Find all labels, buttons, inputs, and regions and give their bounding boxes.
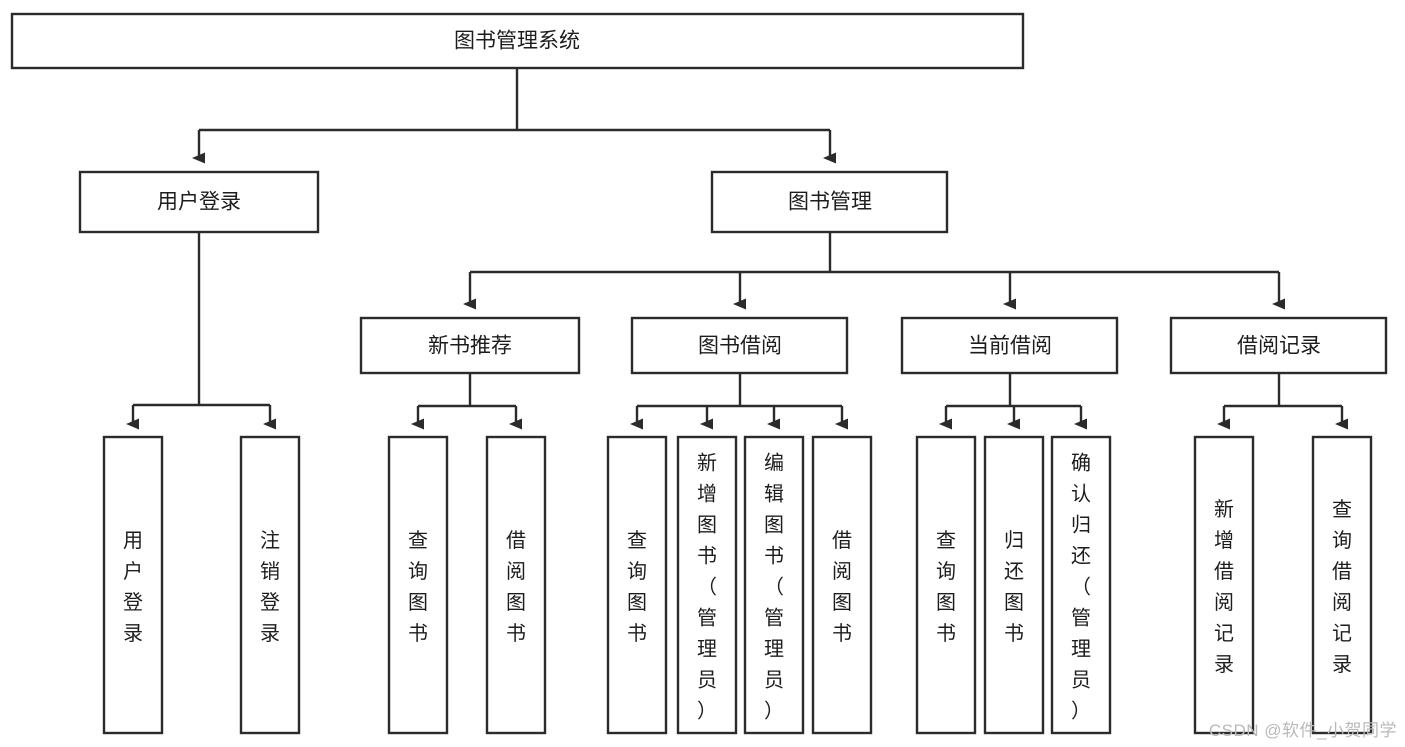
node-book-manage-label: 图书管理 (788, 191, 872, 214)
connector-layer (126, 68, 1348, 430)
node-user-login-label: 用户登录 (157, 191, 241, 214)
leaf-text-layer: 用户登录 注销登录 查询图书 借阅图书 查询图书 新增图书（管理员） 编辑图书（… (123, 452, 1352, 723)
node-borrow-record-label: 借阅记录 (1237, 335, 1321, 358)
leaf-query-book-3-box[interactable] (915, 435, 977, 735)
connector-borrow-record-bus (1222, 373, 1344, 411)
node-book-borrow-box[interactable] (630, 316, 849, 375)
leaf-query-book-1-box[interactable] (387, 435, 449, 735)
leaf-confirm-return-label: 确认归还（管理员） (1071, 452, 1091, 723)
leaf-query-book-2-label: 查询图书 (627, 529, 647, 645)
node-book-borrow-label: 图书借阅 (698, 335, 782, 358)
leaf-confirm-return-box[interactable] (1050, 435, 1112, 735)
connector-book-borrow-bus (635, 373, 844, 411)
node-new-book-recommend-label: 新书推荐 (428, 335, 512, 358)
leaf-query-record-box[interactable] (1311, 435, 1373, 735)
leaf-return-book-label: 归还图书 (1004, 529, 1024, 645)
node-current-borrow-label: 当前借阅 (968, 335, 1052, 358)
leaf-return-book-box[interactable] (983, 435, 1045, 735)
node-book-manage[interactable]: 图书管理 (710, 170, 949, 234)
node-book-borrow[interactable]: 图书借阅 (630, 316, 849, 375)
node-book-manage-box[interactable] (710, 170, 949, 234)
node-root-box[interactable] (10, 12, 1025, 70)
leaf-query-book-3-label: 查询图书 (936, 529, 956, 645)
leaf-edit-book-label: 编辑图书（管理员） (764, 452, 784, 723)
node-root-label: 图书管理系统 (454, 30, 580, 53)
node-new-book-recommend-box[interactable] (359, 316, 581, 375)
leaf-query-book-1-label: 查询图书 (408, 529, 428, 645)
leaf-add-book-label: 新增图书（管理员） (697, 452, 717, 723)
leaf-borrow-book-1-label: 借阅图书 (506, 529, 526, 645)
leaf-add-book-box[interactable] (676, 435, 738, 735)
leaf-borrow-book-1-box[interactable] (485, 435, 547, 735)
node-user-login-box[interactable] (78, 170, 320, 234)
leaf-layer (102, 435, 1373, 735)
leaf-edit-book-box[interactable] (743, 435, 805, 735)
node-borrow-record[interactable]: 借阅记录 (1169, 316, 1388, 375)
leaf-borrow-book-2-label: 借阅图书 (832, 529, 852, 645)
node-current-borrow-box[interactable] (900, 316, 1119, 375)
leaf-query-book-2-box[interactable] (606, 435, 668, 735)
leaf-logout-label: 注销登录 (260, 529, 280, 645)
leaf-add-record-label: 新增借阅记录 (1214, 498, 1234, 676)
node-user-login[interactable]: 用户登录 (78, 170, 320, 234)
node-borrow-record-box[interactable] (1169, 316, 1388, 375)
leaf-user-login-box[interactable] (102, 435, 164, 735)
leaf-query-record-label: 查询借阅记录 (1332, 498, 1352, 676)
leaf-add-record-box[interactable] (1193, 435, 1255, 735)
connector-book-manage-bus (468, 232, 1281, 290)
connector-new-book-bus (416, 373, 518, 411)
node-root[interactable]: 图书管理系统 (10, 12, 1025, 70)
leaf-user-login-label: 用户登录 (123, 530, 143, 645)
node-new-book-recommend[interactable]: 新书推荐 (359, 316, 581, 375)
connector-current-borrow-bus (944, 373, 1083, 411)
watermark-text: CSDN @软件_小贺同学 (1208, 721, 1397, 740)
connector-user-login-bus (131, 232, 272, 411)
connector-root-bus (197, 68, 832, 146)
leaf-logout-box[interactable] (239, 435, 301, 735)
node-current-borrow[interactable]: 当前借阅 (900, 316, 1119, 375)
leaf-borrow-book-2-box[interactable] (811, 435, 873, 735)
